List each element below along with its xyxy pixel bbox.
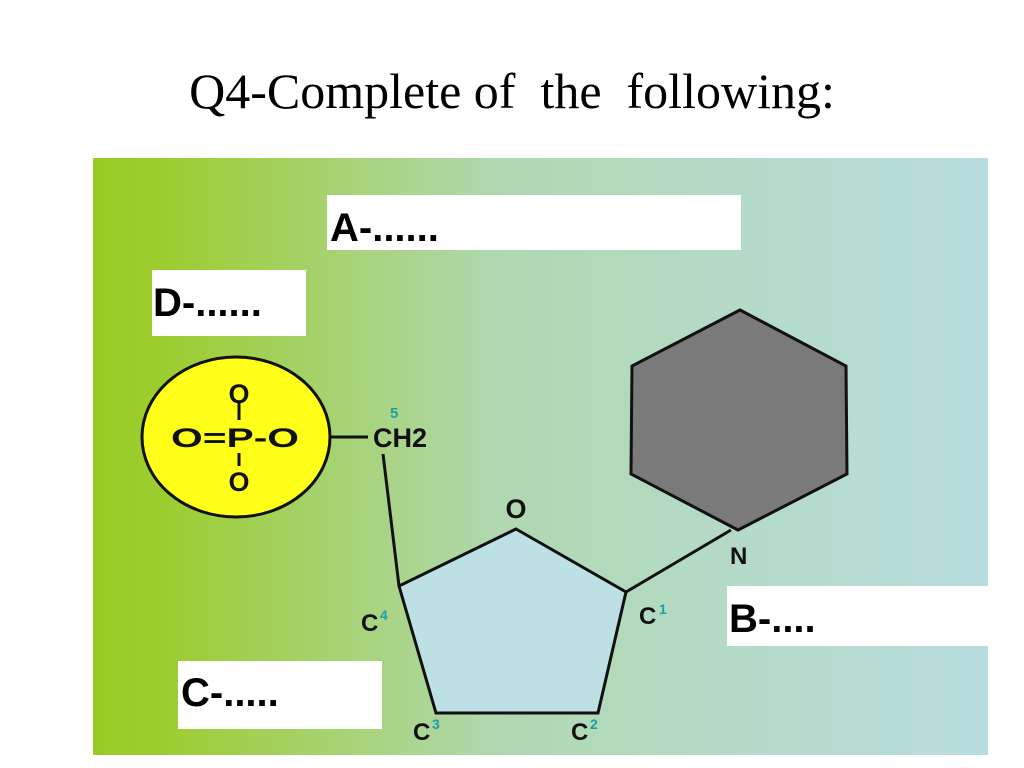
slide-title: Q4-Complete of the following: xyxy=(189,63,835,119)
c3-number: 3 xyxy=(432,716,440,732)
label-b-box xyxy=(727,586,988,646)
c1-n-bond xyxy=(625,528,732,594)
ring-oxygen: O xyxy=(505,494,526,524)
label-b: B-.... xyxy=(727,586,988,646)
label-c-text: C-..... xyxy=(181,671,279,715)
base-nitrogen: N xyxy=(730,543,747,570)
label-a-box xyxy=(327,195,741,250)
c5-number: 5 xyxy=(390,405,398,422)
label-a: A-...... xyxy=(327,195,741,250)
nitrogenous-base-hexagon xyxy=(629,308,849,532)
pentose-sugar-ring xyxy=(397,527,628,715)
c1-number: 1 xyxy=(659,601,667,617)
c3-letter: C xyxy=(413,719,430,746)
phosphate-group-circle xyxy=(140,355,332,519)
ch2-label: CH2 xyxy=(373,423,427,453)
c1-letter: C xyxy=(639,603,656,630)
label-c-box xyxy=(178,661,382,729)
nucleotide-diagram: O O=P-O O CH2 5 O C 4 C 1 C 3 C 2 N A-..… xyxy=(93,158,988,755)
c2-number: 2 xyxy=(590,716,598,732)
c4-letter: C xyxy=(361,610,378,637)
label-b-text: B-.... xyxy=(729,597,816,641)
label-a-text: A-...... xyxy=(330,206,439,250)
phosphate-row-text: O=P-O xyxy=(171,423,299,453)
label-d-text: D-...... xyxy=(153,281,262,325)
label-c: C-..... xyxy=(178,661,382,729)
ch2-c4-bond xyxy=(381,453,401,587)
c2-letter: C xyxy=(571,719,588,746)
c4-number: 4 xyxy=(380,607,388,623)
label-d: D-...... xyxy=(152,270,306,336)
phosphate-top-oxygen: O xyxy=(228,379,249,409)
diagram-canvas: O O=P-O O CH2 5 O C 4 C 1 C 3 C 2 N A-..… xyxy=(93,158,988,755)
phosphate-bottom-oxygen: O xyxy=(228,467,249,497)
label-d-box xyxy=(152,270,306,336)
